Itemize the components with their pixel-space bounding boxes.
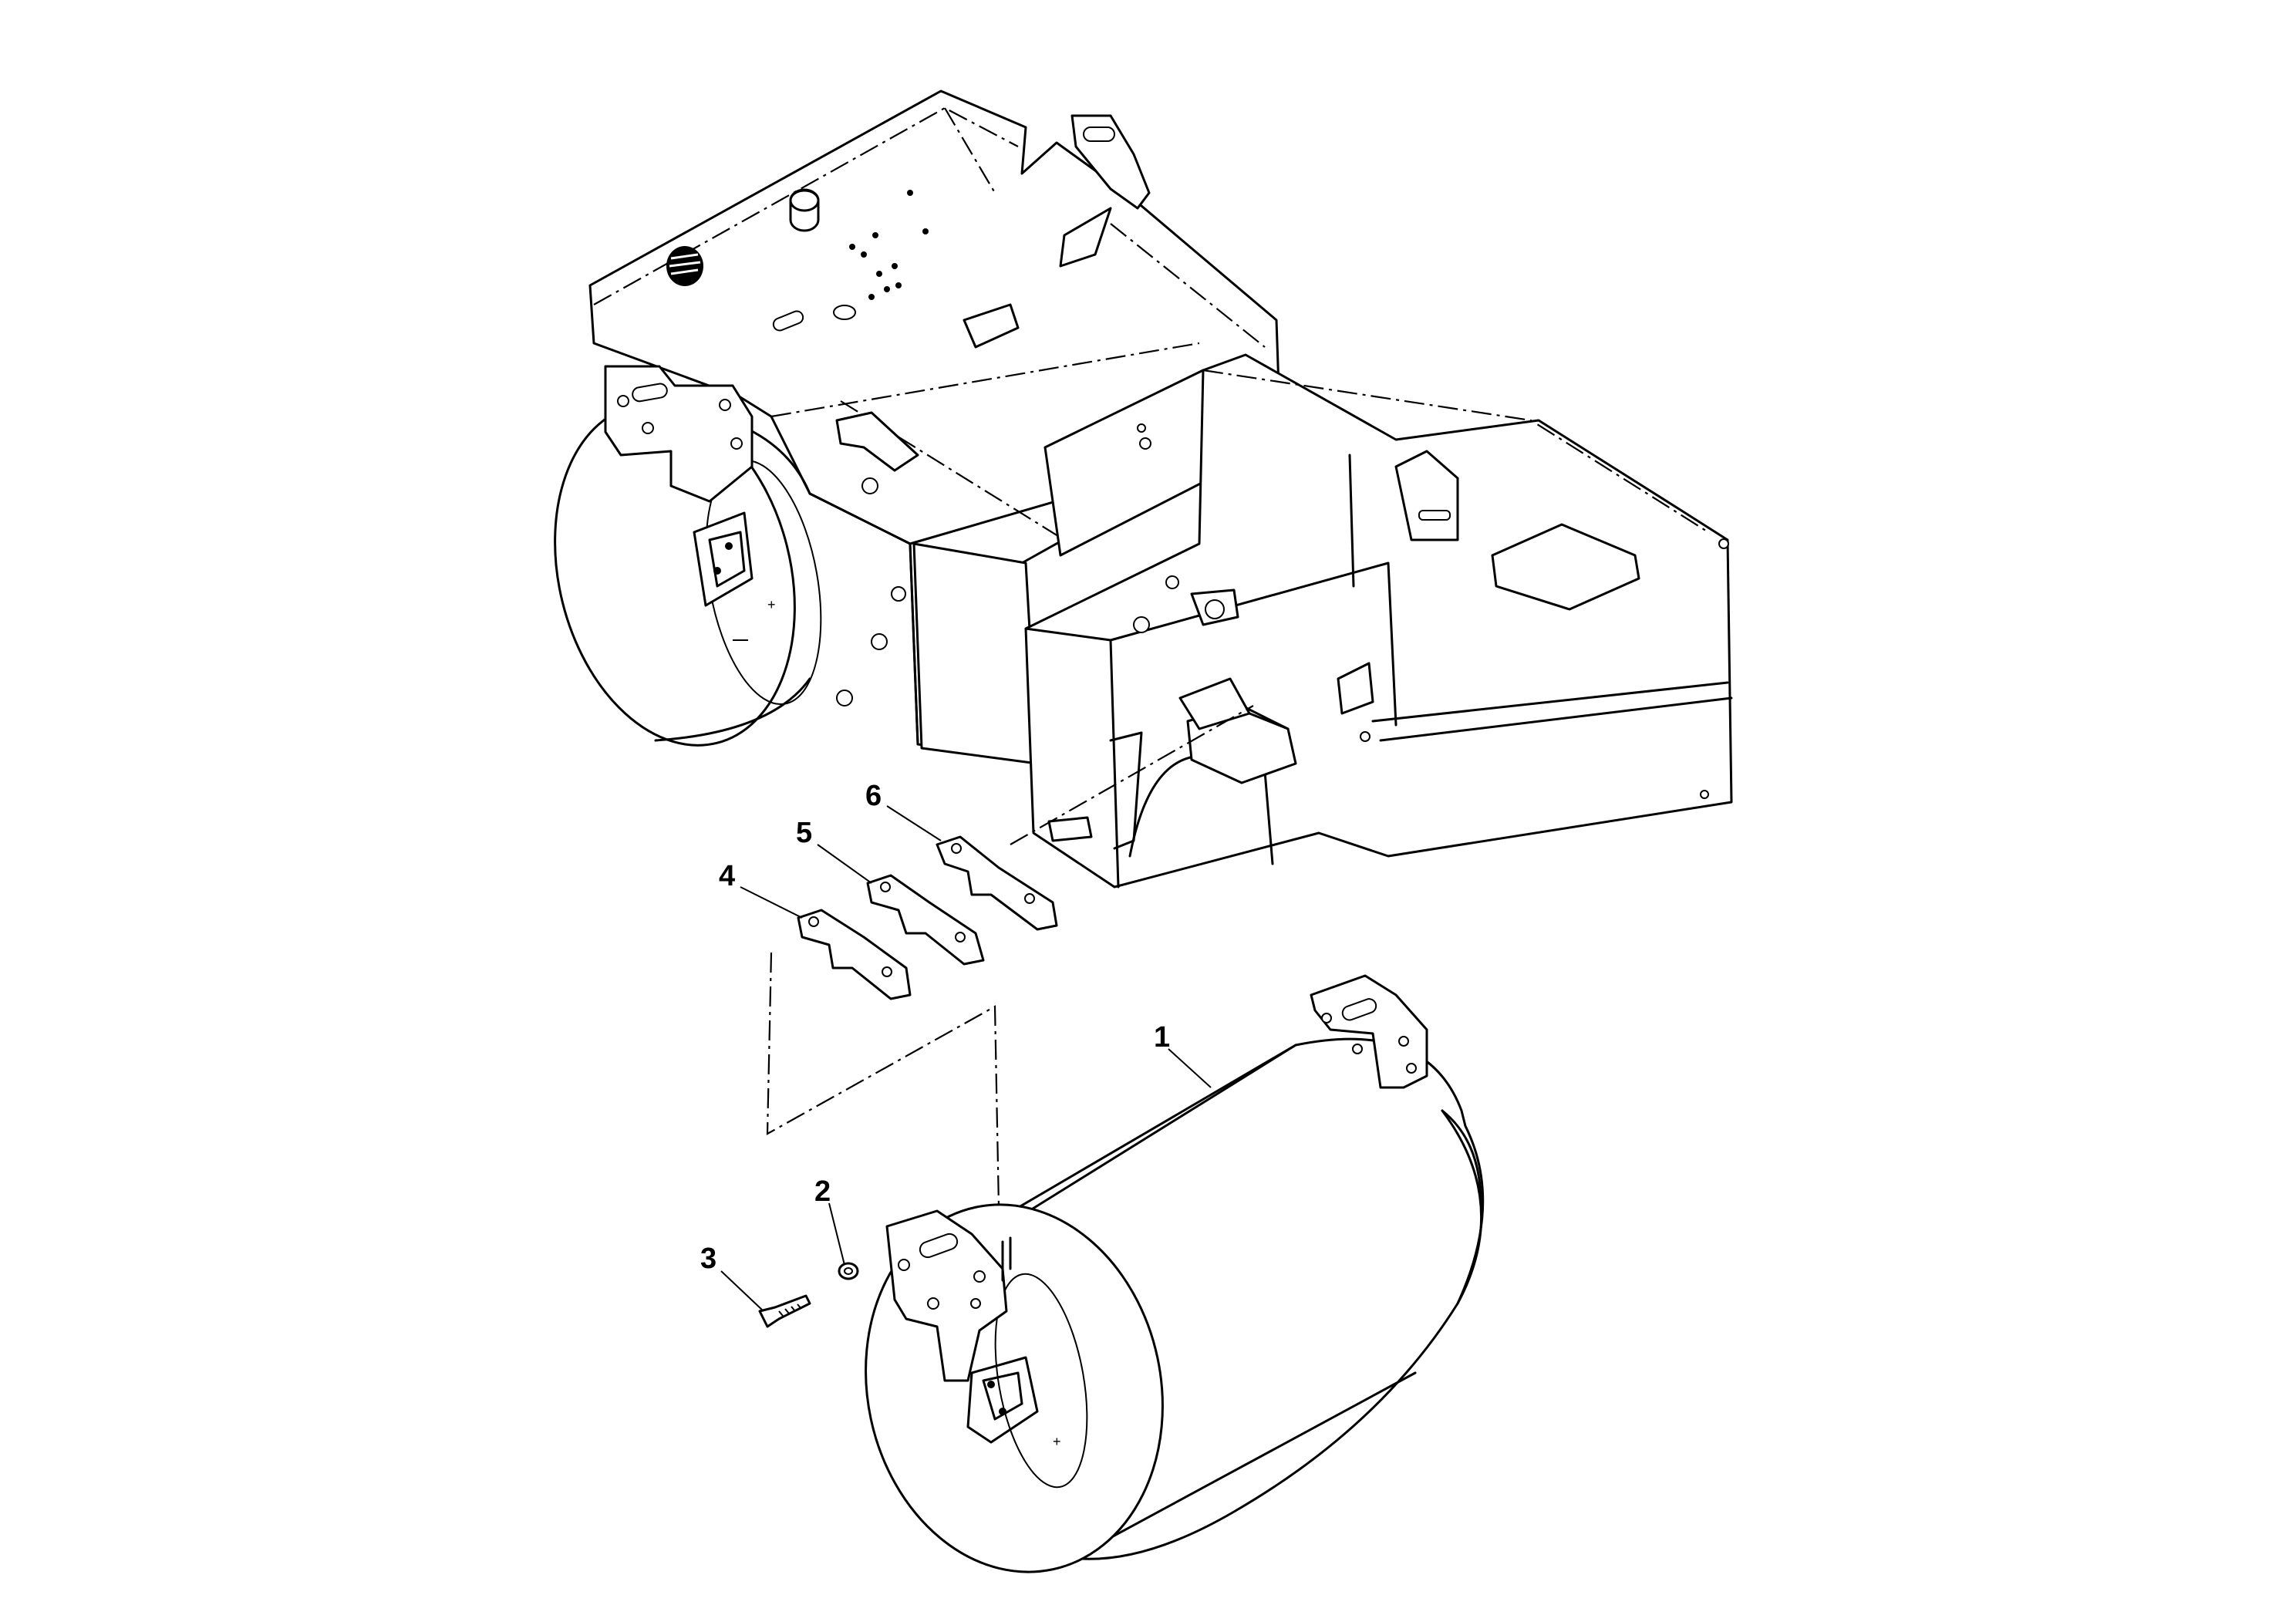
- callout-6: 6: [865, 780, 882, 812]
- rear-mount-bracket: [604, 365, 754, 503]
- callout-leaders: [720, 805, 1212, 1312]
- shim-part-6: [936, 835, 1058, 931]
- svg-text:+: +: [1053, 1434, 1061, 1449]
- callout-2: 2: [814, 1175, 831, 1208]
- shim-part-5: [866, 874, 985, 966]
- callout-3: 3: [700, 1243, 716, 1275]
- alignment-lines: [766, 705, 1254, 1208]
- callout-labels: 1 2 3 4 5 6: [700, 780, 1170, 1275]
- svg-text:+: +: [767, 597, 776, 612]
- callout-4: 4: [719, 860, 735, 892]
- front-drum-part-1: +: [865, 974, 1485, 1573]
- shim-part-4: [797, 909, 912, 1000]
- bolt-part-3: [758, 1294, 811, 1328]
- washer-part-2: [838, 1262, 859, 1280]
- vent-grille: [666, 246, 703, 286]
- callout-5: 5: [796, 817, 812, 849]
- top-panel-holes: [772, 190, 929, 332]
- frame-assembly: +: [554, 89, 1733, 889]
- callout-1: 1: [1154, 1021, 1170, 1054]
